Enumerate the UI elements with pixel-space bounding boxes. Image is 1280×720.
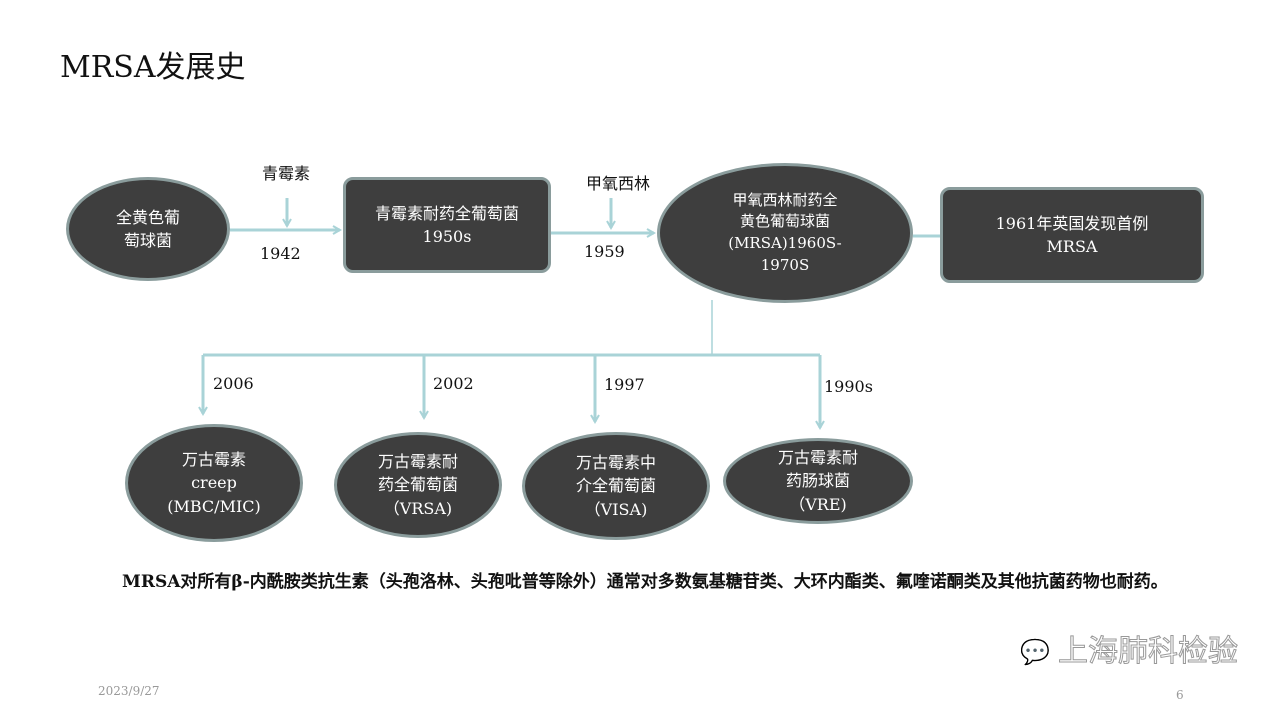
node-vre: 万古霉素耐 药肠球菌 （VRE) [723,438,913,524]
slide-number: 6 [1176,688,1184,702]
node-mrsa: 甲氧西林耐药全 黄色葡萄球菌 (MRSA)1960S- 1970S [657,163,913,303]
label-1959: 1959 [584,242,625,261]
node-vrsa: 万古霉素耐 药全葡萄菌 （VRSA) [334,432,502,538]
label-2006: 2006 [213,374,254,393]
watermark: 💬 上海肺科检验 [1020,634,1238,670]
node-first-mrsa: 1961年英国发现首例 MRSA [940,187,1204,283]
node-staph-aureus: 全黄色葡 萄球菌 [66,177,230,281]
node-visa: 万古霉素中 介全葡萄菌 （VISA) [522,432,710,540]
label-1990s: 1990s [824,377,873,396]
node-vanco-creep: 万古霉素 creep (MBC/MIC) [125,424,303,542]
slide-date: 2023/9/27 [98,684,160,698]
label-1942: 1942 [260,244,301,263]
watermark-text: 上海肺科检验 [1058,634,1239,670]
wechat-icon: 💬 [1020,638,1050,667]
label-penicillin: 青霉素 [262,164,311,183]
slide-title: MRSA发展史 [60,50,246,85]
label-1997: 1997 [604,375,645,394]
label-2002: 2002 [433,374,474,393]
label-methicillin: 甲氧西林 [586,174,651,193]
summary-note: MRSA对所有β-内酰胺类抗生素（头孢洛林、头孢吡普等除外）通常对多数氨基糖苷类… [122,572,1168,592]
node-penicillin-resistant: 青霉素耐药全葡萄菌 1950s [343,177,551,273]
